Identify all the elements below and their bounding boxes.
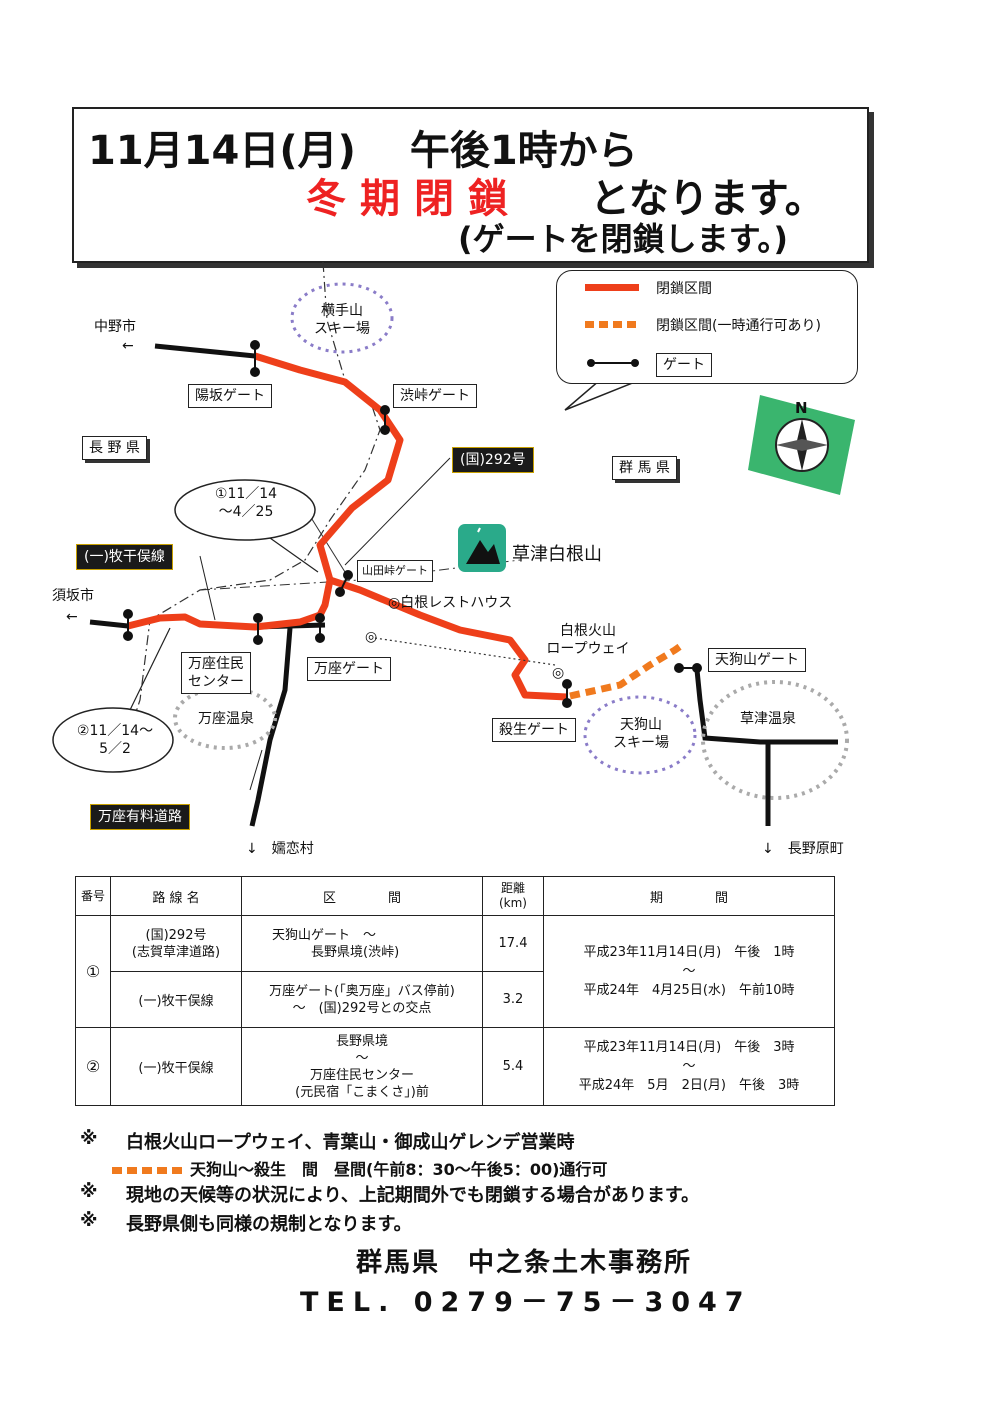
note1: 白根火山ロープウェイ、青葉山・御成山ゲレンデ営業時 xyxy=(126,1132,575,1153)
col-route: 路 線 名 xyxy=(110,876,242,916)
label-tenguyama-ski: 天狗山 スキー場 xyxy=(613,717,669,751)
label-susaka: 須坂市 xyxy=(52,588,94,604)
period2-bubble xyxy=(52,707,174,773)
closed-temp-section xyxy=(569,642,685,700)
note2-mark: ※ xyxy=(80,1181,98,1202)
legend-red-line xyxy=(585,284,639,291)
road-kusatsu xyxy=(694,669,838,745)
legend-gate-icon xyxy=(587,359,639,367)
period1-bubble xyxy=(174,479,316,541)
note3: 長野県側も同様の規制となります。 xyxy=(126,1214,412,1235)
note2: 現地の天候等の状況により、上記期間外でも閉鎖する場合があります。 xyxy=(126,1185,700,1206)
note1b-row: 天狗山～殺生 間 昼間(午前8：30～午後5：00)通行可 xyxy=(112,1156,607,1180)
header-date: 11月14日(月) 午後1時から xyxy=(88,128,638,174)
row1-section: 天狗山ゲート ～ 長野県境(渋峠) xyxy=(241,915,483,972)
header-box xyxy=(72,107,869,263)
footer-office: 群馬県 中之条土木事務所 xyxy=(356,1248,693,1278)
legend-gate: ゲート xyxy=(656,353,712,377)
kusatsu-onsen-circle xyxy=(701,680,849,800)
label-shirane-resthouse: ◎白根レストハウス xyxy=(388,595,513,611)
label-shirane-mark: ◎ xyxy=(365,629,378,645)
manza-onsen-circle xyxy=(173,686,277,750)
row1-distance: 17.4 xyxy=(482,915,544,972)
row1-period: 平成23年11月14日(月) 午後 1時 ～ 平成24年 4月25日(水) 午前… xyxy=(543,915,835,1028)
row2-section: 万座ゲート(「奥万座」バス停前) ～ (国)292号との交点 xyxy=(241,971,483,1028)
label-shibutouge-gate: 渋峠ゲート xyxy=(393,384,477,408)
row1-route: (国)292号 (志賀草津道路) xyxy=(110,915,242,972)
legend-closed-temp: 閉鎖区間(一時通行可あり) xyxy=(656,318,821,334)
legend-closed: 閉鎖区間 xyxy=(656,281,712,297)
gates xyxy=(123,340,702,708)
header-gate-note: (ゲートを閉鎖します。) xyxy=(458,220,789,258)
label-manza-toll-road: 万座有料道路 xyxy=(90,804,190,830)
label-period2: ②11／14～ 5／2 xyxy=(76,723,154,757)
footer-tel: TEL. 0279－75－3047 xyxy=(300,1287,752,1318)
label-manza-gate: 万座ゲート xyxy=(307,657,391,681)
compass-north: N xyxy=(795,399,808,417)
table-row: ① (国)292号 (志賀草津道路) 天狗山ゲート ～ 長野県境(渋峠) 17.… xyxy=(75,915,835,1028)
ropeway-connector xyxy=(374,637,556,666)
label-tenguyama-gate: 天狗山ゲート xyxy=(708,648,806,672)
col-section: 区 間 xyxy=(241,876,483,916)
tenguyama-circle xyxy=(583,695,697,775)
note3-mark: ※ xyxy=(80,1210,98,1231)
closed-section-east xyxy=(328,576,568,701)
label-naganohara: ↓ 長野原町 xyxy=(762,841,844,857)
label-hinatasaka-gate: 陽坂ゲート xyxy=(188,384,272,408)
label-nagano-pref: 長 野 県 xyxy=(82,436,147,460)
label-nakano: 中野市 xyxy=(94,319,136,335)
row3-route: (一)牧干俣線 xyxy=(110,1027,242,1106)
label-tsumagoi: ↓ 嬬恋村 xyxy=(246,841,314,857)
road-susaka xyxy=(89,619,129,629)
arrow-susaka: ← xyxy=(66,609,78,625)
label-kusatsu-shirane: 草津白根山 xyxy=(512,544,602,565)
row3-period: 平成23年11月14日(月) 午後 3時 ～ 平成24年 5月 2日(月) 午後… xyxy=(543,1027,835,1106)
label-shirane-ropeway: 白根火山 ロープウェイ xyxy=(546,623,630,657)
header-winter-closure: 冬期閉鎖 xyxy=(306,176,522,222)
label-ropeway-mark: ◎ xyxy=(552,665,565,681)
row3-section: 長野県境 ～ 万座住民センター (元民宿「こまくさ」)前 xyxy=(241,1027,483,1106)
label-gunma-pref: 群 馬 県 xyxy=(612,456,677,480)
row3-number: ② xyxy=(75,1027,111,1106)
label-route-292: (国)292号 xyxy=(452,447,534,473)
label-sessho-gate: 殺生ゲート xyxy=(492,718,576,742)
label-yamadatouge-gate: 山田峠ゲート xyxy=(357,560,433,582)
label-yokoteyama: 横手山 スキー場 xyxy=(314,303,370,337)
table-header-row: 番号 路 線 名 区 間 距離 (km) 期 間 xyxy=(75,876,835,916)
road-nakano xyxy=(154,343,256,359)
label-kusatsu-onsen: 草津温泉 xyxy=(740,711,796,727)
label-period1: ①11／14 ～4／25 xyxy=(214,486,278,520)
arrow-nakano: ← xyxy=(122,338,134,354)
note-orange-dash xyxy=(112,1167,182,1174)
col-distance: 距離 (km) xyxy=(482,876,544,916)
row2-route: (一)牧干俣線 xyxy=(110,971,242,1028)
note1b: 天狗山～殺生 間 昼間(午前8：30～午後5：00)通行可 xyxy=(190,1160,608,1179)
table-row: (一)牧干俣線 万座ゲート(「奥万座」バス停前) ～ (国)292号との交点 3… xyxy=(76,971,835,1028)
row1-number: ① xyxy=(75,915,111,1028)
col-period: 期 間 xyxy=(543,876,835,916)
col-number: 番号 xyxy=(75,876,111,916)
road-map xyxy=(52,261,855,827)
legend-tail xyxy=(564,379,641,411)
note1-mark: ※ xyxy=(80,1128,98,1149)
row2-distance: 3.2 xyxy=(482,971,544,1028)
table-row: ② (一)牧干俣線 長野県境 ～ 万座住民センター (元民宿「こまくさ」)前 5… xyxy=(75,1027,835,1106)
closure-table: 番号 路 線 名 区 間 距離 (km) 期 間 ① (国)292号 (志賀草津… xyxy=(75,876,835,1106)
row3-distance: 5.4 xyxy=(482,1027,544,1106)
yokoteyama-circle xyxy=(290,282,394,354)
label-manza-center: 万座住民 センター xyxy=(181,652,251,694)
label-makihoshimata-route: (一)牧干俣線 xyxy=(76,544,173,570)
legend-orange-line xyxy=(585,321,639,328)
label-manza-onsen: 万座温泉 xyxy=(198,711,254,727)
road-manza-toll xyxy=(249,627,293,827)
header-becomes: となります。 xyxy=(590,176,825,222)
